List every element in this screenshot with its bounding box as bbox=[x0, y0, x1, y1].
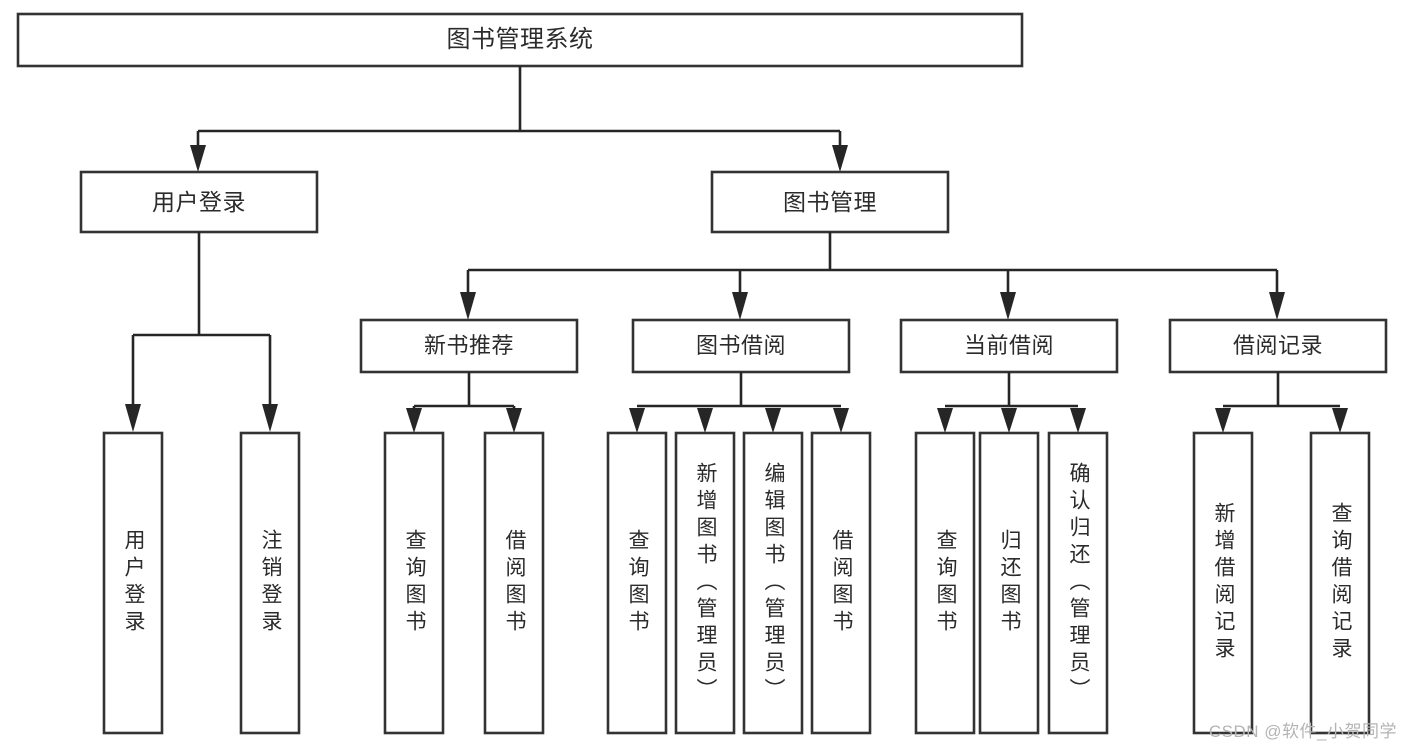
arrow-head-leaf-logout bbox=[262, 404, 278, 432]
node-box-leaf-query-book-3[interactable] bbox=[914, 431, 976, 735]
node-box-leaf-query-record[interactable] bbox=[1309, 431, 1371, 735]
arrow-head-leaf-add-record bbox=[1215, 408, 1231, 433]
arrow-head-leaf-confirm-return bbox=[1070, 408, 1086, 433]
node-box-leaf-return-book[interactable] bbox=[978, 431, 1040, 735]
arrow-head-current-borrow bbox=[1000, 292, 1016, 320]
arrow-head-leaf-query-book-2 bbox=[629, 408, 645, 433]
node-box-book-management[interactable] bbox=[710, 170, 950, 234]
arrow-head-book-borrow bbox=[732, 292, 748, 320]
node-box-leaf-add-record[interactable] bbox=[1192, 431, 1254, 735]
node-box-leaf-edit-book[interactable] bbox=[742, 431, 804, 735]
node-box-book-borrow[interactable] bbox=[631, 318, 851, 374]
arrow-head-leaf-borrow-book-2 bbox=[833, 408, 849, 433]
arrow-head-userlogin bbox=[190, 145, 206, 172]
arrow-head-bookmgmt bbox=[832, 145, 848, 172]
node-box-leaf-user-login[interactable] bbox=[102, 431, 164, 735]
node-box-leaf-confirm-return[interactable] bbox=[1047, 431, 1109, 735]
node-box-new-book-recommend[interactable] bbox=[359, 318, 579, 374]
arrow-head-leaf-borrow-book-1 bbox=[506, 408, 522, 433]
arrow-head-leaf-return-book bbox=[1001, 408, 1017, 433]
arrow-head-leaf-query-book-3 bbox=[937, 408, 953, 433]
node-box-user-login[interactable] bbox=[79, 170, 319, 234]
node-box-leaf-query-book-1[interactable] bbox=[383, 431, 445, 735]
node-box-root[interactable] bbox=[16, 12, 1024, 68]
arrow-head-borrow-record bbox=[1269, 292, 1285, 320]
arrow-head-leaf-user-login bbox=[125, 404, 141, 432]
node-box-leaf-logout[interactable] bbox=[239, 431, 301, 735]
node-box-leaf-borrow-book-1[interactable] bbox=[483, 431, 545, 735]
node-box-current-borrow[interactable] bbox=[899, 318, 1119, 374]
arrow-head-new-book bbox=[460, 292, 476, 320]
node-box-leaf-query-book-2[interactable] bbox=[606, 431, 668, 735]
arrow-head-leaf-query-book-1 bbox=[406, 408, 422, 433]
node-box-leaf-borrow-book-2[interactable] bbox=[810, 431, 872, 735]
node-box-borrow-record[interactable] bbox=[1168, 318, 1388, 374]
arrow-head-leaf-add-book bbox=[697, 408, 713, 433]
arrow-head-leaf-query-record bbox=[1332, 408, 1348, 433]
arrow-head-leaf-edit-book bbox=[765, 408, 781, 433]
node-box-leaf-add-book[interactable] bbox=[674, 431, 736, 735]
